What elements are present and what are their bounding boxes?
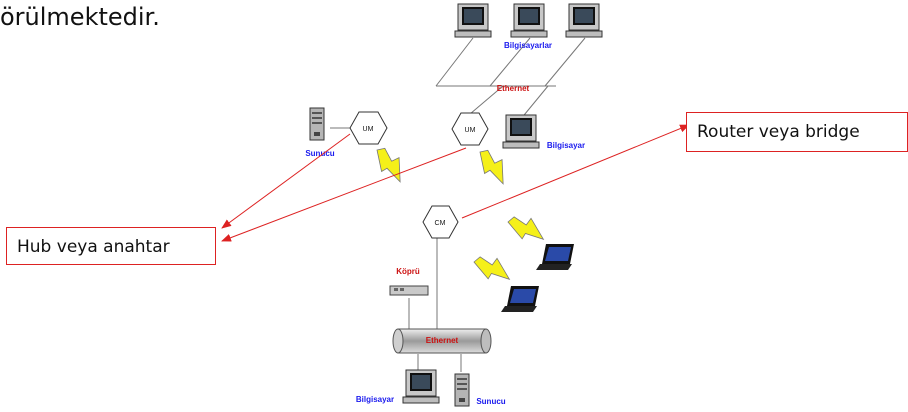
ethernet-bus [392,328,492,354]
computer-right-icon [502,114,540,149]
label-ethernet-top: Ethernet [497,84,530,93]
callout-router-text: Router veya bridge [697,122,860,142]
hub-mid-label: UM [465,127,476,134]
wiring [330,37,586,372]
label-computer-right: Bilgisayar [547,141,585,150]
lightning-laptop-2-icon [473,248,513,290]
label-server-bottom: Sunucu [476,397,505,406]
computer-bottom-icon [402,369,440,404]
central-node-label: CM [435,220,446,227]
callout-hub-switch: Hub veya anahtar [6,227,216,265]
computer-top-2-icon [510,3,548,38]
label-ethernet-bottom: Ethernet [426,336,459,345]
label-computers-top: Bilgisayarlar [504,41,552,50]
central-node: CM [422,205,459,239]
lightning-mid-icon [479,147,508,188]
bridge-device-icon [389,285,429,296]
lightning-left-icon [376,145,405,186]
hub-left-node: UM [349,111,388,145]
callout-router-bridge: Router veya bridge [686,112,908,152]
label-computer-bottom: Bilgisayar [356,395,394,404]
callout-hub-text: Hub veya anahtar [17,237,170,257]
laptop-2-icon [501,286,539,312]
label-bridge: Köprü [396,267,420,276]
heading-text: örülmektedir. [0,3,160,31]
label-server-left: Sunucu [305,149,334,158]
hub-left-label: UM [363,126,374,133]
laptop-1-icon [536,244,574,270]
computer-top-1-icon [454,3,492,38]
hub-mid-node: UM [451,112,489,146]
callout-arrows [221,124,690,242]
server-left-icon [309,107,325,141]
computer-top-3-icon [565,3,603,38]
lightning-laptop-1-icon [507,208,547,250]
server-bottom-icon [454,373,470,407]
